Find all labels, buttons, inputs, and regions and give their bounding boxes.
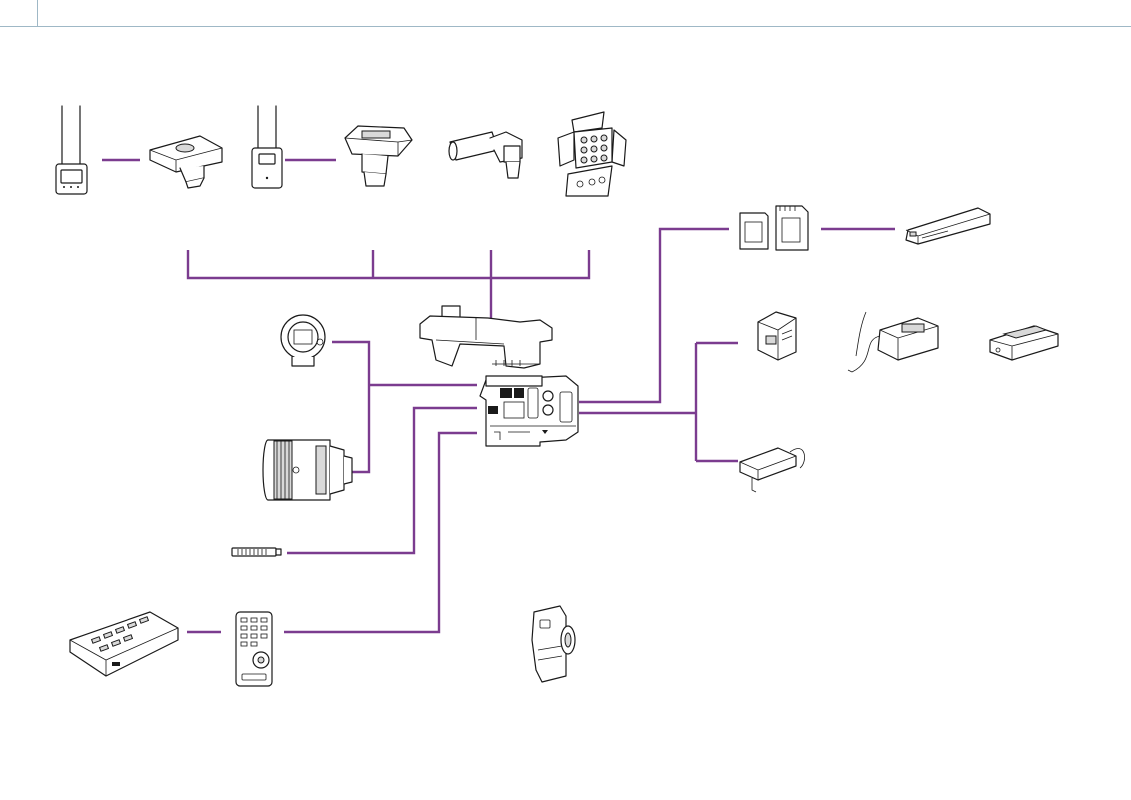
video-light-icon: [558, 112, 626, 196]
shoe-adaptor-icon: [150, 136, 222, 188]
charger-icon: [848, 312, 938, 372]
lens-icon: [263, 440, 352, 500]
switcher-icon: [70, 612, 178, 676]
ac-adaptor-icon: [740, 448, 805, 492]
microphone-icon: [449, 132, 522, 178]
remote-control-icon: [236, 612, 272, 686]
battery-icon: [758, 312, 796, 360]
mount-adaptor-icon: [281, 315, 325, 366]
memory-card-icon: [740, 206, 808, 250]
cradle-icon: [990, 326, 1058, 360]
audio-adaptor-icon: [345, 126, 412, 186]
wireless-receiver-icon: [56, 106, 87, 194]
wireless-receiver-icon: [252, 106, 282, 188]
line-top-accessory-bus: [188, 250, 589, 324]
line-media-to-camera: [579, 229, 729, 402]
card-reader-icon: [906, 208, 990, 244]
dongle-icon: [232, 548, 281, 556]
camera-icon: [420, 306, 578, 446]
grip-icon: [532, 606, 575, 682]
